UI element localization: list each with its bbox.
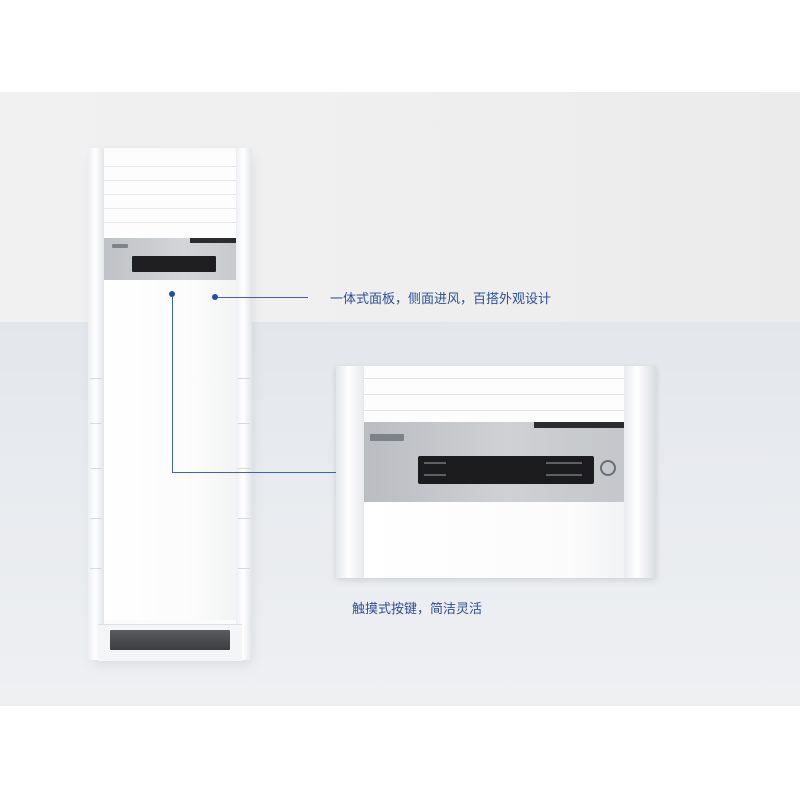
callout-line-touch-horizontal	[172, 472, 336, 473]
rail-seam	[238, 378, 250, 379]
air-outlet-vent	[110, 630, 230, 650]
control-panel	[104, 238, 236, 280]
callout-line-panel	[218, 297, 308, 298]
zoom-louver-line	[364, 394, 624, 395]
louver-line	[104, 194, 236, 195]
rail-seam	[90, 468, 102, 469]
ac-unit	[88, 148, 252, 664]
panel-zoom-inset	[336, 366, 656, 578]
zoom-right-rail	[624, 366, 656, 578]
panel-accent-band	[190, 238, 236, 243]
callout-dot-panel	[212, 294, 218, 300]
zoom-brand-logo	[370, 434, 404, 441]
display-segment	[546, 462, 582, 464]
brand-logo	[112, 244, 128, 248]
zoom-display-screen	[418, 456, 594, 484]
zoom-control-panel	[364, 422, 624, 502]
zoom-louver-line	[364, 410, 624, 411]
callout-panel-text: 一体式面板，侧面进风，百搭外观设计	[330, 292, 552, 307]
rail-seam	[90, 518, 102, 519]
rail-seam	[238, 518, 250, 519]
left-side-rail	[88, 148, 104, 660]
zoom-left-rail	[336, 366, 364, 578]
display-segment	[546, 474, 582, 476]
touch-button-icon	[600, 460, 616, 476]
right-side-rail	[236, 148, 252, 660]
louver-line	[104, 166, 236, 167]
callout-line-touch-vertical	[172, 297, 173, 472]
rail-seam	[238, 568, 250, 569]
callout-dot-touch	[169, 291, 175, 297]
zoom-accent-band	[534, 422, 624, 428]
zoom-louver-line	[364, 378, 624, 379]
callout-touch-text: 触摸式按键，简洁灵活	[352, 602, 483, 617]
display-screen	[132, 256, 216, 272]
rail-seam	[90, 378, 102, 379]
top-louver	[104, 152, 236, 239]
louver-line	[104, 222, 236, 223]
rail-seam	[238, 423, 250, 424]
rail-seam	[90, 568, 102, 569]
front-panel	[104, 280, 236, 620]
display-segment	[424, 474, 446, 476]
rail-seam	[238, 468, 250, 469]
zoom-front-panel	[364, 502, 624, 578]
rail-seam	[90, 423, 102, 424]
louver-line	[104, 180, 236, 181]
display-segment	[424, 462, 446, 464]
louver-line	[104, 208, 236, 209]
